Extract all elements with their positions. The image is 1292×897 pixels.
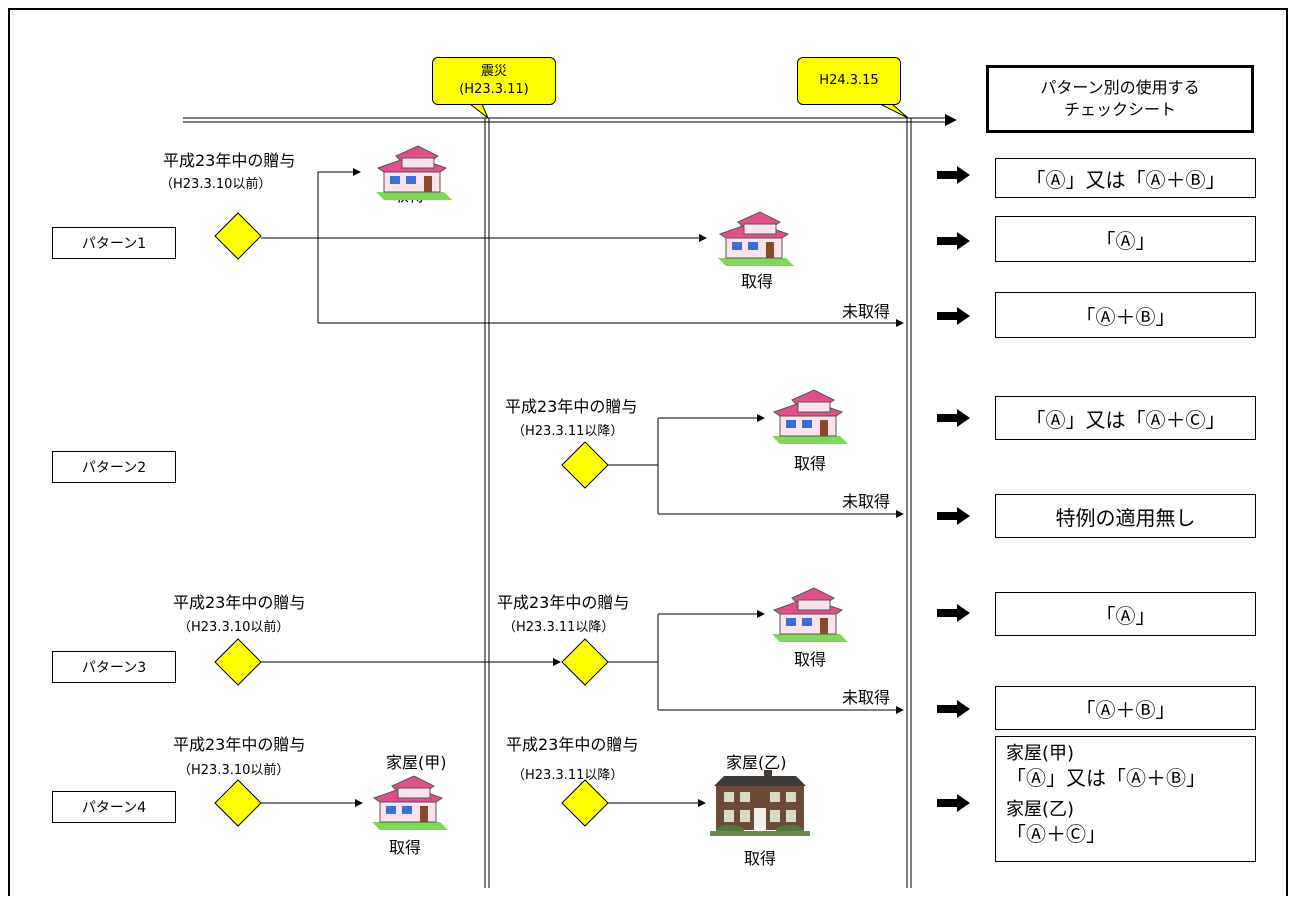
timeline-arrowhead	[945, 114, 957, 126]
pattern1-box: パターン1	[52, 227, 176, 259]
house-icon	[772, 587, 848, 642]
p4-gift-after: 平成23年中の贈与	[506, 735, 639, 754]
p3-date-before: （H23.3.10以前）	[178, 620, 290, 635]
house-icon	[718, 211, 794, 266]
brick-house-icon	[710, 770, 810, 836]
p2-date-label: （H23.3.11以降）	[512, 424, 624, 439]
p4-date-after: （H23.3.11以降）	[512, 768, 624, 783]
pattern2-diamond	[561, 441, 609, 489]
pattern3-diamond-before	[214, 638, 262, 686]
result-p2-a: 「Ⓐ」又は「Ⓐ＋Ⓒ」	[995, 396, 1256, 440]
disaster-date: (H23.3.11)	[459, 82, 529, 97]
house-icon	[376, 145, 452, 200]
p3-gift-after: 平成23年中の贈与	[497, 593, 630, 612]
result-p1-c: 「Ⓐ＋Ⓑ」	[995, 292, 1256, 338]
pattern4-diamond-before	[214, 779, 262, 827]
p1-date-label: （H23.3.10以前）	[160, 177, 272, 192]
p4-acquired-b: 取得	[744, 849, 777, 868]
result-p3-b: 「Ⓐ＋Ⓑ」	[995, 686, 1256, 730]
pattern4-diamond-after	[561, 779, 609, 827]
result-p2-b: 特例の適用無し	[995, 494, 1256, 538]
p1-gift-label: 平成23年中の贈与	[163, 151, 296, 170]
result-p1-a: 「Ⓐ」又は「Ⓐ＋Ⓑ」	[995, 158, 1256, 198]
disaster-title: 震災	[480, 64, 507, 79]
header-line1: パターン別の使用する	[1040, 78, 1200, 97]
result-p4: 家屋(甲) 「Ⓐ」又は「Ⓐ＋Ⓑ」 家屋(乙) 「Ⓐ＋Ⓒ」	[995, 736, 1256, 862]
p4-house-a-label: 家屋(甲)	[386, 753, 447, 772]
p4-acquired-a: 取得	[389, 838, 422, 857]
p2-gift-label: 平成23年中の贈与	[505, 397, 638, 416]
p4-gift-before: 平成23年中の贈与	[173, 735, 306, 754]
pattern1-diamond	[214, 212, 262, 260]
p3-not-acquired: 未取得	[842, 688, 891, 707]
deadline-date: H24.3.15	[819, 73, 879, 88]
result-p4-house-b: 家屋(乙)	[1006, 799, 1075, 820]
p3-date-after: （H23.3.11以降）	[503, 620, 615, 635]
deadline-callout: H24.3.15	[797, 57, 901, 105]
result-p4-house-a: 家屋(甲)	[1006, 743, 1075, 764]
p2-acquired: 取得	[794, 454, 827, 473]
p4-house-b-label: 家屋(乙)	[726, 753, 787, 772]
house-icon	[372, 775, 448, 830]
house-icon	[772, 389, 848, 444]
checksheet-header: パターン別の使用する チェックシート	[986, 65, 1254, 133]
result-p4-house-a-sheet: 「Ⓐ」又は「Ⓐ＋Ⓑ」	[1006, 766, 1206, 790]
result-p1-b: 「Ⓐ」	[995, 216, 1256, 262]
diagram-frame	[8, 8, 1288, 896]
p3-acquired: 取得	[794, 650, 827, 669]
deadline-callout-pointer	[879, 103, 909, 119]
disaster-callout: 震災 (H23.3.11)	[432, 57, 556, 105]
p1-not-acquired: 未取得	[842, 302, 891, 321]
result-p3-a: 「Ⓐ」	[995, 592, 1256, 636]
pattern4-box: パターン4	[52, 791, 176, 823]
pattern2-box: パターン2	[52, 451, 176, 483]
result-p4-house-b-sheet: 「Ⓐ＋Ⓒ」	[1006, 822, 1106, 846]
header-line2: チェックシート	[1063, 100, 1176, 119]
p3-gift-before: 平成23年中の贈与	[173, 593, 306, 612]
p1-acquired-2: 取得	[741, 272, 774, 291]
pattern3-diamond-after	[561, 638, 609, 686]
disaster-callout-pointer	[468, 103, 489, 119]
p2-not-acquired: 未取得	[842, 492, 891, 511]
pattern3-box: パターン3	[52, 651, 176, 683]
p4-date-before: （H23.3.10以前）	[178, 763, 290, 778]
